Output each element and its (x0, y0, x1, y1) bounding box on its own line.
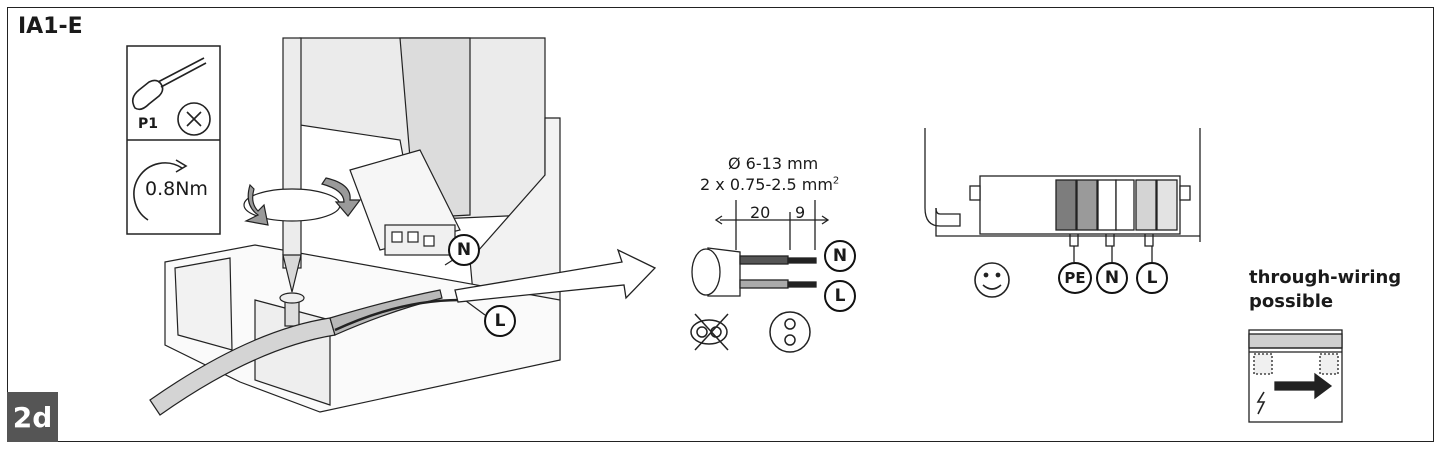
torque-arrow-icon (133, 159, 188, 221)
callout-arrow (454, 248, 657, 303)
screwdriver-drawing (243, 37, 362, 327)
strip-length-outer: 20 (750, 203, 771, 222)
terminal-label-n: N (448, 234, 480, 266)
step-badge: 2d (7, 392, 58, 442)
block-label-pe: PE (1058, 262, 1092, 294)
block-label-l: L (1136, 262, 1168, 294)
torque-value: 0.8Nm (145, 178, 208, 200)
cable-diameter: Ø 6-13 mm (728, 154, 819, 173)
strip-length-inner: 9 (795, 203, 806, 222)
terminal-label-l: L (484, 305, 516, 337)
terminal-block-view (924, 128, 1201, 262)
no-flat-cable-icon (690, 313, 729, 351)
cable-label-l: L (824, 280, 856, 312)
conductor-size: 2 x 0.75-2.5 mm2 (700, 175, 840, 194)
through-wiring-note: through-wiring possible (1249, 267, 1402, 312)
tool-cross-icon (177, 102, 211, 136)
block-label-n: N (1096, 262, 1128, 294)
supply-cable (149, 289, 461, 416)
stripping-detail (691, 200, 830, 297)
smiley-icon (974, 262, 1010, 298)
terminal-block (384, 224, 456, 256)
panel-frame (7, 7, 1434, 442)
screwdriver-icon (131, 57, 207, 111)
cable-label-n: N (824, 240, 856, 272)
through-wiring-icon (1248, 329, 1343, 423)
round-cable-icon (769, 311, 811, 353)
panel-title: IA1-E (18, 14, 83, 39)
tool-box (126, 45, 221, 235)
tool-label: P1 (138, 116, 159, 132)
